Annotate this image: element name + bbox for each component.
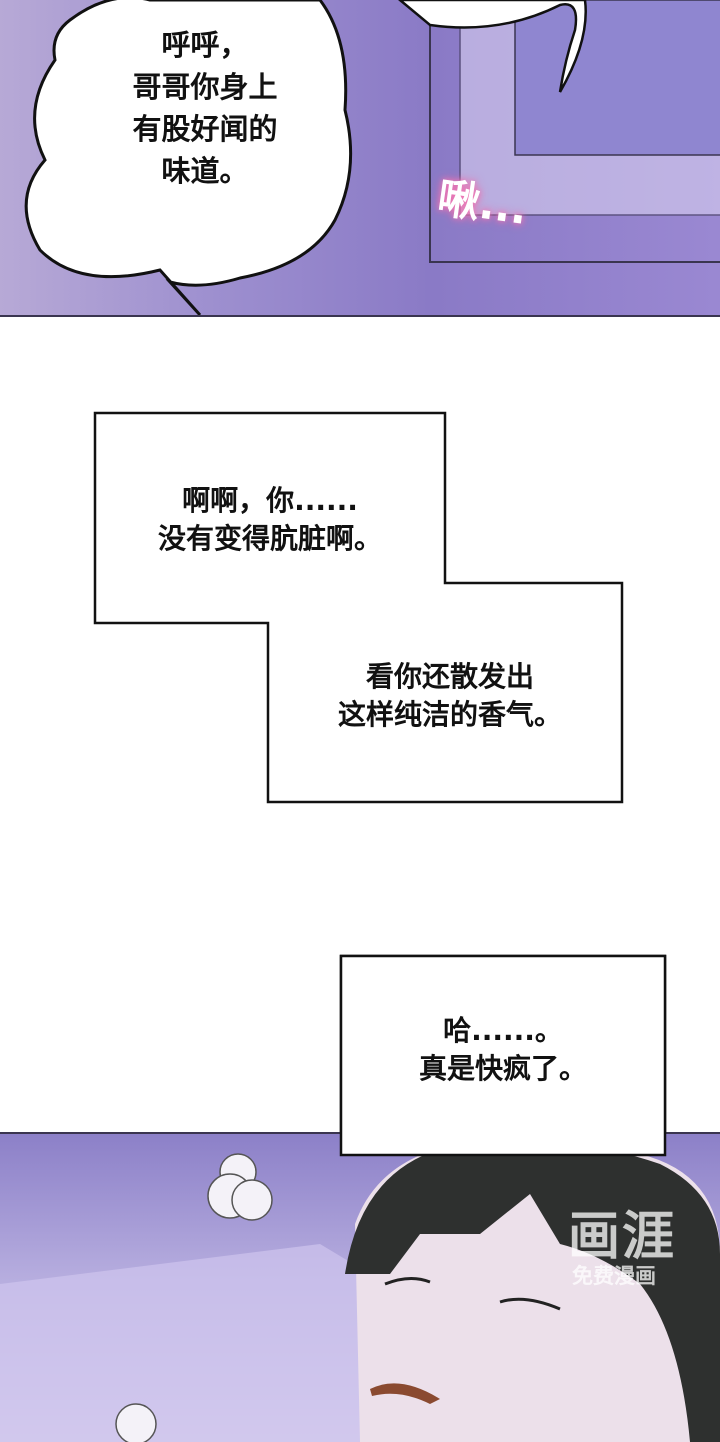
character-face-illustration <box>0 1141 720 1442</box>
watermark-tagline: 免费漫画 <box>572 1264 656 1288</box>
speech-bubble-text: 呼呼， 哥哥你身上 有股好闻的 味道。 <box>132 28 278 188</box>
narration-text-1: 啊啊，你...... 没有变得肮脏啊。 <box>157 484 382 555</box>
narration-text-2: 看你还散发出 这样纯洁的香气。 <box>337 660 562 731</box>
top-comic-panel: 呼呼， 哥哥你身上 有股好闻的 味道。 啾... <box>0 0 720 317</box>
bottom-comic-panel: 画涯 免费漫画 <box>0 1132 720 1442</box>
narration-text-3: 哈......。 真是快疯了。 <box>418 1014 587 1085</box>
window-frame-illustration <box>24 0 720 315</box>
watermark-logo: 画涯 <box>568 1207 677 1267</box>
